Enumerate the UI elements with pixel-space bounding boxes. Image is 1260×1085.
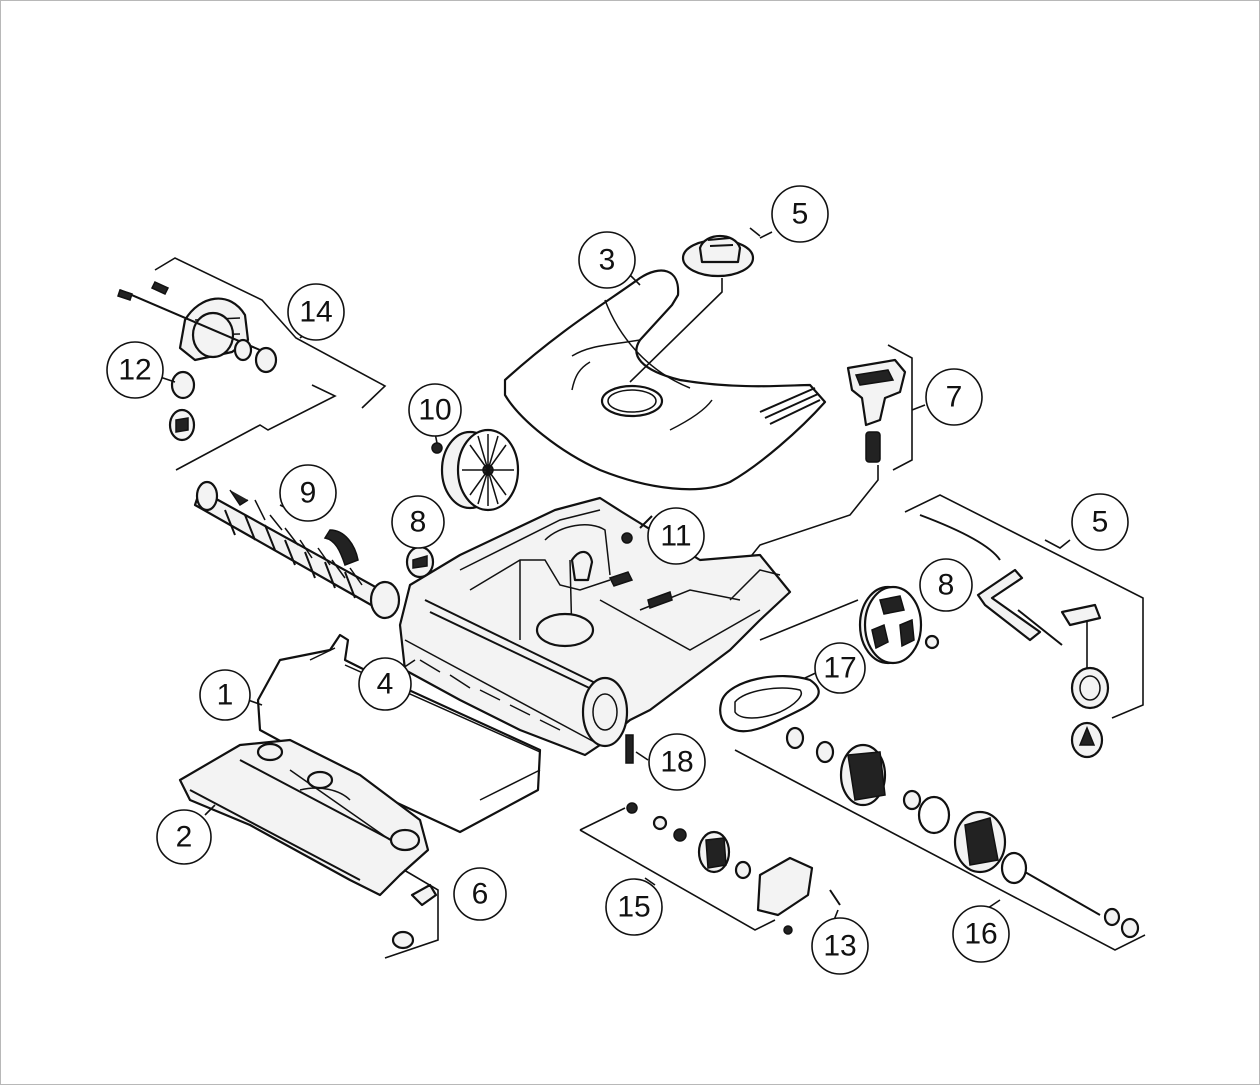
callout-5-top: 5 [771, 185, 829, 243]
base-housing-part [398, 496, 792, 757]
callout-1: 1 [199, 669, 251, 721]
svg-text:8: 8 [938, 569, 955, 602]
svg-text:5: 5 [1092, 506, 1109, 539]
callout-5-right: 5 [1071, 493, 1129, 551]
callout-16: 16 [952, 905, 1010, 963]
svg-text:15: 15 [617, 891, 650, 924]
screw-part-11 [621, 515, 653, 544]
svg-text:11: 11 [660, 520, 691, 553]
svg-text:8: 8 [410, 506, 427, 539]
bottom-plate-part [178, 738, 430, 897]
callout-8-left: 8 [391, 495, 445, 549]
end-cap-assembly-part [117, 281, 278, 442]
callout-2: 2 [156, 809, 212, 865]
brush-roll-part [193, 480, 401, 620]
svg-text:6: 6 [472, 878, 489, 911]
drive-assembly-part [785, 726, 1140, 939]
svg-text:5: 5 [792, 198, 809, 231]
svg-text:10: 10 [418, 394, 451, 427]
svg-text:9: 9 [300, 477, 317, 510]
svg-text:12: 12 [118, 354, 151, 387]
svg-text:7: 7 [946, 381, 963, 414]
callout-17: 17 [814, 642, 866, 694]
callout-7: 7 [925, 368, 983, 426]
callout-4: 4 [358, 657, 412, 711]
callout-3: 3 [578, 231, 636, 289]
callout-13: 13 [811, 917, 869, 975]
svg-text:4: 4 [377, 668, 394, 701]
screw-part-18 [625, 734, 634, 764]
end-assembly-part [626, 802, 841, 935]
callout-18: 18 [648, 733, 706, 791]
svg-text:14: 14 [299, 296, 332, 329]
svg-text:1: 1 [217, 679, 234, 712]
callout-9: 9 [279, 464, 337, 522]
svg-text:18: 18 [660, 746, 693, 779]
clip-part [391, 883, 438, 950]
callout-11: 11 [647, 507, 705, 565]
svg-text:2: 2 [176, 821, 193, 854]
knob-part-top [681, 234, 755, 278]
handle-release-part [919, 514, 1110, 759]
callout-10: 10 [408, 383, 462, 437]
svg-text:13: 13 [823, 930, 856, 963]
wheel-part-upper [431, 428, 520, 512]
callout-15: 15 [605, 878, 663, 936]
svg-text:3: 3 [599, 244, 616, 277]
drive-belt-part [719, 674, 820, 733]
callout-12: 12 [106, 341, 164, 399]
top-cover-part [503, 269, 827, 491]
callout-8-right: 8 [919, 558, 973, 612]
bumper-part [256, 633, 542, 834]
callout-14: 14 [287, 283, 345, 341]
callout-6: 6 [453, 867, 507, 921]
latch-part [846, 358, 907, 463]
svg-text:17: 17 [823, 652, 856, 685]
svg-text:16: 16 [964, 918, 997, 951]
wheel-cap-part [405, 545, 435, 579]
wheel-part-lower [858, 585, 940, 665]
